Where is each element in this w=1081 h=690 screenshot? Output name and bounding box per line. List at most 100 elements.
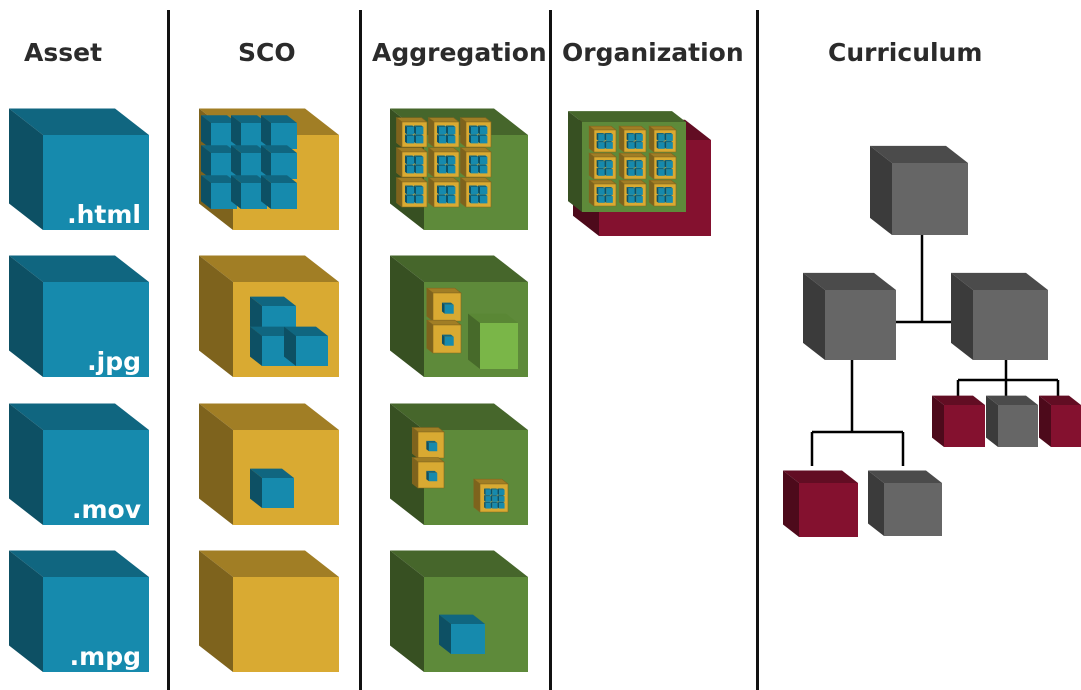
asset-mini-cube bbox=[405, 134, 415, 144]
sco-cube bbox=[199, 403, 339, 525]
sco-mini-cube bbox=[425, 319, 462, 354]
curriculum-node-cube bbox=[951, 272, 1048, 360]
asset-mini-cube bbox=[469, 125, 479, 135]
asset-mini-cube bbox=[596, 160, 605, 168]
asset-mini-cube bbox=[441, 334, 454, 346]
asset-mini-cube bbox=[469, 155, 479, 165]
asset-mini-cube bbox=[490, 495, 498, 502]
sco-mini-cube bbox=[459, 147, 492, 178]
sco-cube bbox=[199, 108, 339, 230]
asset-mini-cube bbox=[405, 155, 415, 165]
asset-mini-cube bbox=[478, 194, 488, 204]
asset-cube: .html bbox=[9, 108, 149, 230]
asset-mini-cube bbox=[478, 164, 488, 174]
aggregation-cube bbox=[390, 403, 528, 525]
sco-mini-cube bbox=[425, 287, 462, 322]
asset-mini-cube bbox=[596, 133, 605, 141]
asset-file-type-label: .mpg bbox=[70, 642, 141, 671]
asset-cube-small bbox=[261, 175, 297, 209]
curriculum-column bbox=[783, 145, 1081, 537]
asset-mini-cube bbox=[497, 501, 505, 509]
asset-mini-cube bbox=[414, 125, 424, 135]
asset-mini-cube bbox=[664, 194, 673, 203]
asset-mini-cube bbox=[490, 488, 498, 496]
asset-cube-small bbox=[231, 115, 267, 149]
asset-mini-cube bbox=[469, 134, 479, 144]
asset-cube-small bbox=[261, 115, 297, 149]
asset-cube-small bbox=[201, 115, 237, 149]
sco-mini-cube bbox=[472, 478, 509, 513]
sco-cube bbox=[199, 550, 339, 672]
sco-mini-cube bbox=[411, 456, 445, 489]
asset-mini-cube bbox=[596, 140, 605, 149]
asset-cube-small bbox=[439, 614, 485, 654]
asset-mini-cube bbox=[414, 194, 424, 204]
asset-mini-cube bbox=[497, 488, 505, 496]
asset-mini-cube bbox=[626, 167, 635, 176]
asset-mini-cube bbox=[604, 194, 613, 203]
asset-mini-cube bbox=[446, 125, 456, 135]
asset-mini-cube bbox=[437, 134, 447, 144]
asset-mini-cube bbox=[664, 140, 673, 149]
asset-mini-cube bbox=[634, 160, 643, 168]
asset-mini-cube bbox=[446, 155, 456, 165]
aggregation-cube bbox=[390, 108, 528, 230]
asset-mini-cube bbox=[596, 167, 605, 176]
asset-mini-cube bbox=[478, 185, 488, 195]
asset-mini-cube bbox=[604, 140, 613, 149]
sco-mini-cube bbox=[648, 179, 677, 207]
sco-mini-cube bbox=[618, 179, 647, 207]
organization-cube-small bbox=[783, 470, 858, 537]
asset-mini-cube bbox=[604, 167, 613, 176]
column-header-aggregation: Aggregation bbox=[372, 38, 547, 67]
asset-cube-small bbox=[231, 175, 267, 209]
asset-mini-cube bbox=[626, 160, 635, 168]
asset-mini-cube bbox=[405, 194, 415, 204]
asset-mini-cube bbox=[414, 185, 424, 195]
asset-mini-cube bbox=[446, 164, 456, 174]
asset-mini-cube bbox=[484, 501, 492, 509]
aggregation-column bbox=[390, 108, 528, 672]
asset-mini-cube bbox=[604, 133, 613, 141]
asset-mini-cube bbox=[437, 185, 447, 195]
column-divider bbox=[756, 10, 759, 690]
column-header-asset: Asset bbox=[24, 38, 103, 67]
asset-file-type-label: .html bbox=[67, 200, 141, 229]
asset-mini-cube bbox=[634, 194, 643, 203]
sco-mini-cube bbox=[459, 177, 492, 208]
sco-mini-cube bbox=[618, 152, 647, 180]
asset-mini-cube bbox=[437, 194, 447, 204]
asset-mini-cube bbox=[446, 194, 456, 204]
asset-mini-cube bbox=[664, 187, 673, 195]
asset-mini-cube bbox=[446, 134, 456, 144]
asset-cube-small bbox=[284, 326, 328, 366]
asset-mini-cube bbox=[634, 187, 643, 195]
asset-mini-cube bbox=[626, 187, 635, 195]
sco-mini-cube bbox=[648, 125, 677, 153]
curriculum-root-cube bbox=[870, 145, 968, 235]
sco-mini-cube bbox=[588, 152, 617, 180]
aggregation-cube bbox=[390, 550, 528, 672]
sco-mini-cube bbox=[459, 117, 492, 148]
sco-mini-cube bbox=[588, 179, 617, 207]
curriculum-leaf-cube bbox=[986, 395, 1038, 447]
asset-mini-cube bbox=[469, 194, 479, 204]
asset-mini-cube bbox=[656, 133, 665, 141]
asset-mini-cube bbox=[634, 133, 643, 141]
sco-mini-cube bbox=[648, 152, 677, 180]
curriculum-node-cube bbox=[803, 272, 896, 360]
sco-mini-cube bbox=[427, 147, 460, 178]
asset-mini-cube bbox=[484, 488, 492, 496]
asset-mini-cube bbox=[596, 194, 605, 203]
asset-cube: .mpg bbox=[9, 550, 149, 672]
asset-mini-cube bbox=[446, 185, 456, 195]
curriculum-leaf-cube bbox=[868, 470, 942, 536]
asset-cube-small bbox=[201, 145, 237, 179]
asset-mini-cube bbox=[414, 134, 424, 144]
asset-column: .html.jpg.mov.mpg bbox=[9, 108, 149, 672]
sco-mini-cube bbox=[395, 147, 428, 178]
sco-mini-cube bbox=[395, 177, 428, 208]
asset-mini-cube bbox=[490, 501, 498, 509]
asset-mini-cube bbox=[405, 125, 415, 135]
asset-mini-cube bbox=[634, 140, 643, 149]
